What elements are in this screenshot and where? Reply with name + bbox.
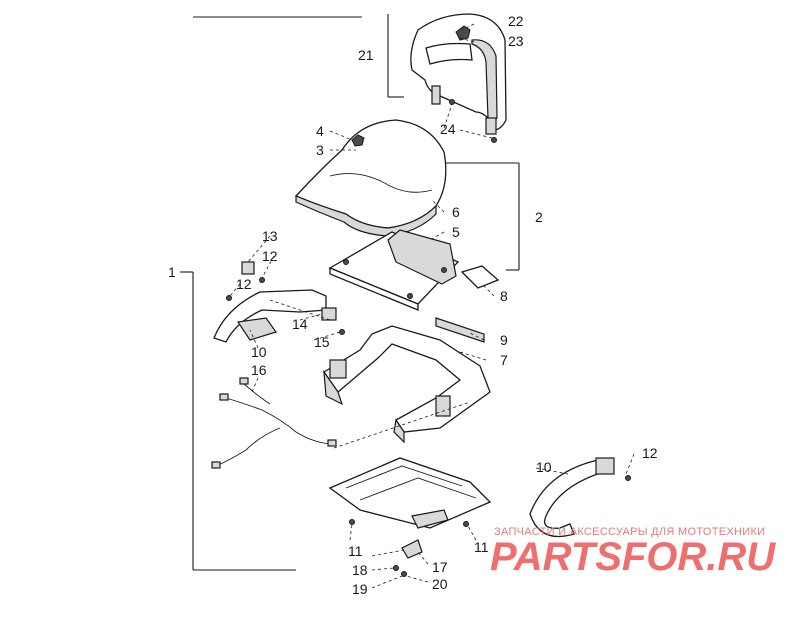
callout-18: 18 — [352, 562, 368, 578]
callout-12-right: 12 — [642, 445, 658, 461]
callout-6: 6 — [452, 204, 460, 220]
watermark: ЗАПЧАСТИ И АКСЕССУАРЫ ДЛЯ МОТОТЕХНИКИ PA… — [489, 526, 777, 580]
handle-left — [213, 289, 327, 343]
pad-8 — [460, 265, 500, 289]
callout-1: 1 — [168, 264, 176, 280]
bracket-21 — [193, 14, 404, 98]
callout-5: 5 — [452, 224, 460, 240]
hardware — [226, 261, 631, 577]
callout-15: 15 — [314, 334, 330, 350]
callout-10-left: 10 — [251, 344, 267, 360]
callout-21: 21 — [358, 47, 374, 63]
seat-frame — [323, 325, 491, 444]
watermark-logo: PARTSFOR.RU — [490, 535, 776, 579]
callout-11-left: 11 — [348, 543, 363, 559]
callout-7: 7 — [500, 352, 508, 368]
callout-16: 16 — [251, 362, 267, 378]
callout-17: 17 — [432, 559, 448, 575]
callout-3: 3 — [316, 142, 324, 158]
seat-cushion — [294, 119, 447, 237]
callout-14: 14 — [292, 316, 308, 332]
watermark-tagline: ЗАПЧАСТИ И АКСЕССУАРЫ ДЛЯ МОТОТЕХНИКИ — [494, 526, 765, 538]
bracket-2 — [446, 162, 520, 271]
handle-right — [529, 457, 615, 538]
callout-13: 13 — [262, 228, 278, 244]
lower-rail — [328, 457, 492, 529]
callout-12-top: 12 — [262, 248, 278, 264]
callout-labels: 1 2 3 4 5 6 7 8 9 10 10 11 11 12 12 12 1… — [168, 13, 658, 597]
callout-4: 4 — [316, 123, 324, 139]
callout-12-left: 12 — [236, 276, 252, 292]
callout-22: 22 — [508, 13, 524, 29]
callout-24: 24 — [440, 121, 456, 137]
callout-10-right: 10 — [536, 459, 552, 475]
wire-harness — [211, 377, 337, 469]
callout-20: 20 — [432, 576, 448, 592]
callout-8: 8 — [500, 288, 508, 304]
bracket-1 — [180, 271, 296, 571]
callout-23: 23 — [508, 33, 524, 49]
seat-base — [328, 229, 460, 311]
pad-9 — [435, 317, 485, 343]
callout-11-right: 11 — [474, 539, 489, 555]
callout-2: 2 — [535, 209, 543, 225]
leader-lines — [229, 23, 635, 589]
callout-19: 19 — [352, 581, 368, 597]
backrest — [410, 13, 507, 143]
callout-9: 9 — [500, 332, 508, 348]
